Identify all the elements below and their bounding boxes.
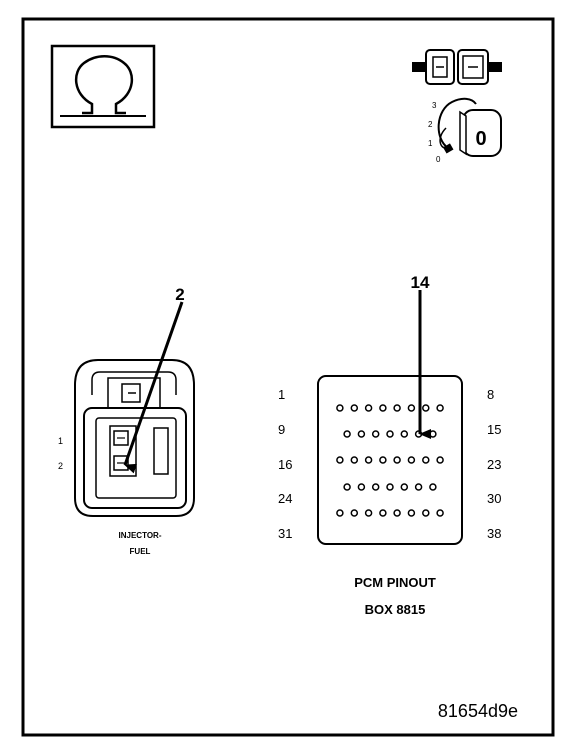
pcm-row-1-start: 1 <box>278 387 285 402</box>
pcm-pin-32 <box>350 509 359 517</box>
pcm-pin-23 <box>436 456 444 464</box>
pcm-pin-5 <box>393 404 401 412</box>
pcm-pin-37 <box>422 509 430 517</box>
pcm-pin-4 <box>379 404 387 412</box>
pcm-pin-grid <box>336 404 444 517</box>
unplug-connector-icon <box>412 49 502 85</box>
pcm-pin-28 <box>400 483 409 491</box>
pcm-title-line1: PCM PINOUT <box>354 575 436 590</box>
pcm-pin-34 <box>379 509 387 517</box>
pcm-row-2-end: 15 <box>487 422 501 437</box>
pcm-pin-12 <box>386 430 394 438</box>
connector-callout-arrow <box>123 301 184 474</box>
pcm-pin-25 <box>357 483 366 491</box>
pcm-callout-number: 14 <box>411 273 430 292</box>
pcm-pin-21 <box>407 456 416 464</box>
pcm-pin-11 <box>371 430 380 438</box>
pcm-pin-7 <box>422 404 430 412</box>
pcm-pin-9 <box>343 430 351 438</box>
pcm-pin-36 <box>407 509 416 517</box>
ignition-position-1: 1 <box>428 139 433 148</box>
connector-name-line1: INJECTOR- <box>119 531 162 540</box>
pcm-pin-20 <box>393 456 401 464</box>
pcm-pin-2 <box>350 404 359 412</box>
connector-callout-number: 2 <box>175 285 184 304</box>
connector-name-line2: FUEL <box>130 547 151 556</box>
pcm-pin-22 <box>422 456 430 464</box>
pcm-pin-13 <box>400 430 409 438</box>
connector-pin-label-2: 2 <box>58 461 63 471</box>
pcm-pin-29 <box>414 483 423 491</box>
pcm-pin-10 <box>357 430 366 438</box>
pcm-pin-3 <box>364 404 373 412</box>
pcm-pin-18 <box>364 456 373 464</box>
diagram-frame <box>21 17 555 737</box>
pcm-pin-16 <box>336 456 344 464</box>
connector-pin-label-1: 1 <box>58 436 63 446</box>
pcm-pin-6 <box>407 404 416 412</box>
pcm-row-4-end: 30 <box>487 491 501 506</box>
pcm-row-2-start: 9 <box>278 422 285 437</box>
pcm-pin-17 <box>350 456 359 464</box>
figure-id: 81654d9e <box>438 701 518 721</box>
ignition-position-2: 2 <box>428 120 433 129</box>
pcm-row-5-end: 38 <box>487 526 501 541</box>
pcm-pinout: 14 1 9 16 24 31 8 15 23 30 38 PCM PINOUT… <box>278 273 501 617</box>
pcm-pin-35 <box>393 509 401 517</box>
pcm-pin-19 <box>379 456 387 464</box>
pcm-title-line2: BOX 8815 <box>365 602 426 617</box>
pcm-pin-8 <box>436 404 444 412</box>
pcm-pin-26 <box>371 483 380 491</box>
ignition-position-3: 3 <box>432 101 437 110</box>
pcm-row-5-start: 31 <box>278 526 292 541</box>
pcm-pin-33 <box>364 509 373 517</box>
injector-connector: 1 2 2 INJECTOR- FUEL <box>58 285 195 556</box>
ohmmeter-icon <box>50 44 156 129</box>
pcm-row-3-start: 16 <box>278 457 292 472</box>
pcm-row-4-start: 24 <box>278 491 292 506</box>
pcm-pin-30 <box>429 483 437 491</box>
pcm-pin-15 <box>429 430 437 438</box>
ignition-key-icon: 0 3 2 1 0 <box>428 97 502 164</box>
pcm-row-1-end: 8 <box>487 387 494 402</box>
key-symbol: 0 <box>475 128 486 150</box>
pcm-pin-24 <box>343 483 351 491</box>
pcm-pin-31 <box>336 509 344 517</box>
pcm-pin-27 <box>386 483 394 491</box>
pcm-row-3-end: 23 <box>487 457 501 472</box>
pcm-pin-38 <box>436 509 444 517</box>
pcm-pin-1 <box>336 404 344 412</box>
ignition-position-0: 0 <box>436 155 441 164</box>
